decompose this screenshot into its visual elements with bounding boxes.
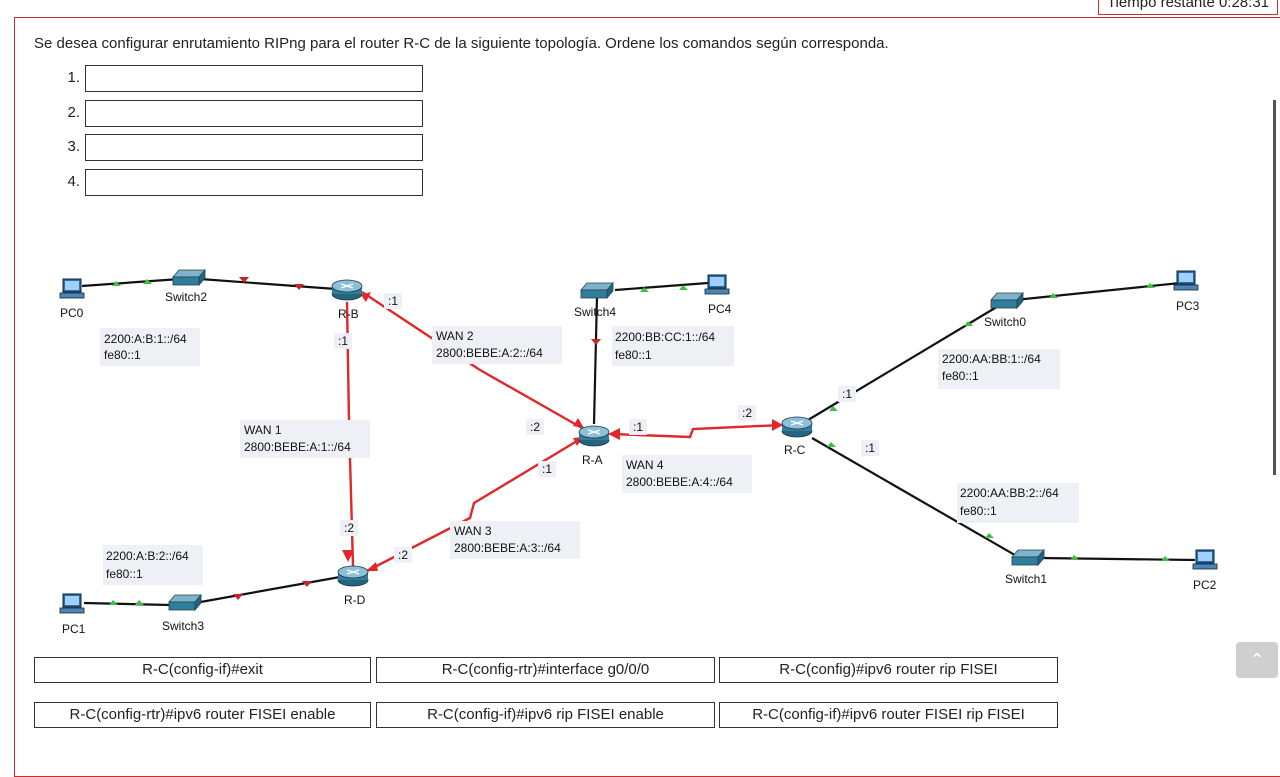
wan2-name: WAN 2 bbox=[436, 329, 474, 343]
link-switch0-pc3 bbox=[1014, 281, 1181, 302]
wan3-net: 2800:BEBE:A:3::/64 bbox=[454, 541, 561, 555]
net-lan-aa2: 2200:AA:BB:2::/64 bbox=[960, 486, 1059, 500]
option-chip[interactable]: R-C(config)#ipv6 router rip FISEI bbox=[719, 657, 1058, 683]
label-ra: R-A bbox=[582, 453, 603, 467]
net-lan-b1: 2200:A:B:1::/64 bbox=[104, 332, 187, 346]
option-chip[interactable]: R-C(config-if)#ipv6 rip FISEI enable bbox=[376, 702, 715, 728]
question-text: Se desea configurar enrutamiento RIPng p… bbox=[34, 35, 889, 52]
port-rb-wan2: :1 bbox=[388, 294, 398, 308]
label-pc0: PC0 bbox=[60, 306, 84, 320]
timer-value: 0:28:31 bbox=[1218, 0, 1269, 11]
port-ra-wan4: :1 bbox=[633, 420, 643, 434]
wan2-net: 2800:BEBE:A:2::/64 bbox=[436, 346, 543, 360]
port-rc-wan4: :2 bbox=[742, 406, 752, 420]
option-chip[interactable]: R-C(config-if)#exit bbox=[34, 657, 371, 683]
ll-lan-b1: fe80::1 bbox=[104, 348, 141, 362]
switch0-icon[interactable] bbox=[990, 292, 1024, 309]
port-rc-sw0: :1 bbox=[842, 387, 852, 401]
timer-label: Tiempo restante bbox=[1106, 0, 1215, 11]
label-switch0: Switch0 bbox=[984, 315, 1026, 329]
link-pc0-switch2 bbox=[81, 277, 181, 288]
ll-lan-b2: fe80::1 bbox=[106, 567, 143, 581]
net-lan-aa1: 2200:AA:BB:1::/64 bbox=[942, 352, 1041, 366]
router-rd-icon[interactable] bbox=[337, 565, 369, 587]
label-pc3: PC3 bbox=[1176, 299, 1200, 313]
port-rc-sw1: :1 bbox=[865, 441, 875, 455]
label-rd: R-D bbox=[344, 593, 366, 607]
switch2-icon[interactable] bbox=[172, 269, 206, 286]
label-pc2: PC2 bbox=[1193, 578, 1217, 592]
wan4-name: WAN 4 bbox=[626, 458, 664, 472]
pc3-icon[interactable] bbox=[1173, 270, 1199, 291]
router-rc-icon[interactable] bbox=[781, 416, 813, 438]
port-ra-wan3: :1 bbox=[542, 462, 552, 476]
switch4-icon[interactable] bbox=[580, 282, 614, 299]
wan3-name: WAN 3 bbox=[454, 524, 492, 538]
pc2-icon[interactable] bbox=[1192, 549, 1218, 570]
option-chip[interactable]: R-C(config-rtr)#ipv6 router FISEI enable bbox=[34, 702, 371, 728]
link-wan1 bbox=[345, 301, 351, 423]
drop-zone[interactable] bbox=[85, 134, 423, 161]
ll-lan-aa2: fe80::1 bbox=[960, 504, 997, 518]
option-chip[interactable]: R-C(config-rtr)#interface g0/0/0 bbox=[376, 657, 715, 683]
link-switch4-pc4 bbox=[614, 281, 709, 292]
option-chip[interactable]: R-C(config-if)#ipv6 router FISEI rip FIS… bbox=[719, 702, 1058, 728]
label-switch3: Switch3 bbox=[162, 619, 204, 633]
port-rb-wan1: :1 bbox=[338, 334, 348, 348]
network-topology: PC0 PC1 PC2 PC3 PC4 Switch2 Switch3 Swit… bbox=[59, 269, 1218, 636]
port-rd-wan3: :2 bbox=[398, 548, 408, 562]
link-switch1-pc2 bbox=[1039, 556, 1196, 562]
label-switch2: Switch2 bbox=[165, 290, 207, 304]
wan4-net: 2800:BEBE:A:4::/64 bbox=[626, 475, 733, 489]
port-ra-wan2: :2 bbox=[530, 420, 540, 434]
scroll-to-top-button[interactable]: ⌃ bbox=[1236, 642, 1278, 678]
label-rc: R-C bbox=[784, 443, 806, 457]
router-ra-icon[interactable] bbox=[578, 425, 610, 447]
drop-zone[interactable] bbox=[85, 169, 423, 196]
link-switch3-rd bbox=[194, 575, 341, 605]
wan1-name: WAN 1 bbox=[244, 423, 282, 437]
label-switch4: Switch4 bbox=[574, 305, 616, 319]
net-lan-cc1: 2200:BB:CC:1::/64 bbox=[615, 330, 715, 344]
drop-zone[interactable] bbox=[85, 65, 423, 92]
slot-number: 3. bbox=[67, 138, 80, 155]
ll-lan-aa1: fe80::1 bbox=[942, 369, 979, 383]
label-rb: R-B bbox=[338, 307, 359, 321]
link-switch2-rb bbox=[199, 277, 337, 291]
link-switch4-ra bbox=[592, 295, 599, 425]
link-pc1-switch3 bbox=[83, 601, 171, 607]
ll-lan-cc1: fe80::1 bbox=[615, 348, 652, 362]
slot-number: 2. bbox=[67, 104, 80, 121]
scrollbar[interactable] bbox=[1273, 100, 1276, 475]
slot-number: 1. bbox=[67, 69, 80, 86]
link-wan4 bbox=[611, 423, 783, 439]
switch3-icon[interactable] bbox=[168, 594, 202, 611]
label-pc4: PC4 bbox=[708, 302, 732, 316]
port-rd-wan1: :2 bbox=[344, 521, 354, 535]
slot-number: 4. bbox=[67, 173, 80, 190]
switch1-icon[interactable] bbox=[1011, 549, 1045, 566]
drop-zone[interactable] bbox=[85, 100, 423, 127]
label-switch1: Switch1 bbox=[1005, 572, 1047, 586]
router-rb-icon[interactable] bbox=[331, 279, 363, 301]
timer: Tiempo restante 0:28:31 bbox=[1097, 0, 1278, 15]
link-wan3 bbox=[364, 436, 583, 574]
net-lan-b2: 2200:A:B:2::/64 bbox=[106, 549, 189, 563]
pc0-icon[interactable] bbox=[59, 278, 85, 299]
pc1-icon[interactable] bbox=[59, 593, 85, 614]
pc4-icon[interactable] bbox=[704, 274, 730, 295]
chevron-up-icon: ⌃ bbox=[1249, 650, 1265, 670]
wan1-net: 2800:BEBE:A:1::/64 bbox=[244, 440, 351, 454]
label-pc1: PC1 bbox=[62, 622, 86, 636]
